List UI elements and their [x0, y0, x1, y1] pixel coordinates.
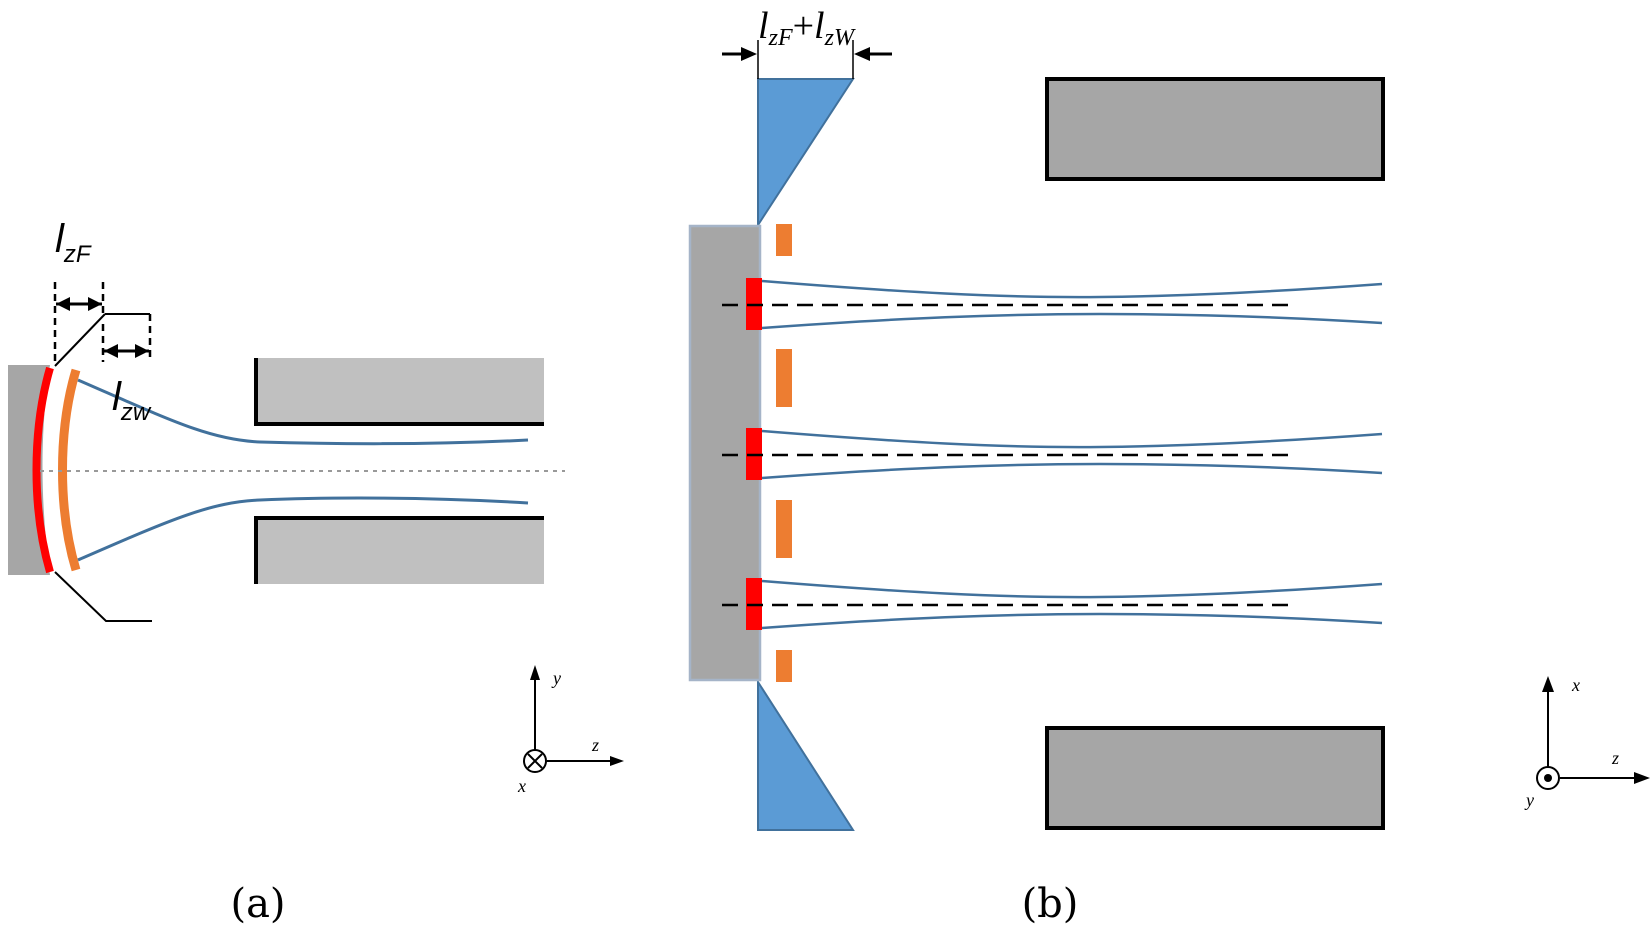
anode-lower-edge-a: [254, 516, 544, 584]
caption-b: (b): [1022, 881, 1079, 927]
label-lzF-base: l: [55, 217, 65, 261]
caption-a: (a): [230, 881, 285, 927]
label-lzw-base: l: [112, 375, 122, 419]
lzw-arrowhead-left: [104, 344, 118, 358]
wedge-bottom: [757, 678, 855, 831]
anode-lower-b: [1045, 726, 1385, 830]
width-label: lzF+lzW: [758, 5, 856, 51]
lzF-leader: [54, 313, 106, 367]
panel-a: lzF lzw y z x (a): [8, 217, 624, 927]
lower-leader-a: [54, 571, 152, 622]
width-arrowhead-right: [854, 47, 870, 61]
width-label-l1: l: [758, 5, 769, 47]
width-arrowhead-left: [741, 47, 757, 61]
emitter-arc-red: [32, 366, 54, 574]
grid-arc-orange: [58, 368, 81, 572]
grid-segment-2: [776, 349, 792, 407]
beam-envelope-upper-a: [77, 378, 529, 446]
axes-a: y z x: [517, 665, 624, 796]
anode-upper-edge-a: [254, 358, 544, 426]
axis-label-y-a: y: [551, 668, 561, 688]
anode-upper-b: [1045, 77, 1385, 181]
axis-label-x-a: x: [517, 776, 526, 796]
grid-segment-1: [776, 224, 792, 256]
axis-label-z-a: z: [591, 735, 599, 755]
anode-upper-a: [254, 358, 544, 424]
grid-segment-4: [776, 650, 792, 682]
label-lzF-sub: zF: [63, 241, 92, 268]
axes-b: x z y: [1524, 675, 1650, 810]
wedge-top: [757, 78, 855, 229]
axis-label-y-b: y: [1524, 790, 1534, 810]
grid-segment-3: [776, 500, 792, 558]
width-label-l2: l: [814, 5, 825, 47]
width-label-s2: zW: [824, 25, 856, 51]
lzF-arrowhead-left: [56, 297, 70, 311]
panel-b: lzF+lzW: [688, 5, 1650, 927]
axis-label-z-b: z: [1611, 748, 1619, 768]
width-label-plus: +: [793, 5, 814, 47]
beam-envelope-lower-a: [77, 496, 529, 562]
lzw-arrowhead-right: [135, 344, 149, 358]
label-lzw: lzw: [112, 375, 152, 426]
anode-lower-a: [254, 518, 544, 584]
label-lzw-sub: zw: [120, 399, 152, 426]
beamlet-3: [722, 578, 1383, 630]
lzF-arrowhead-right: [88, 297, 102, 311]
axis-label-x-b: x: [1571, 675, 1580, 695]
label-lzF: lzF: [55, 217, 92, 268]
beamlet-2: [722, 428, 1383, 480]
beamlet-1: [722, 278, 1383, 330]
width-label-s1: zF: [768, 25, 793, 51]
